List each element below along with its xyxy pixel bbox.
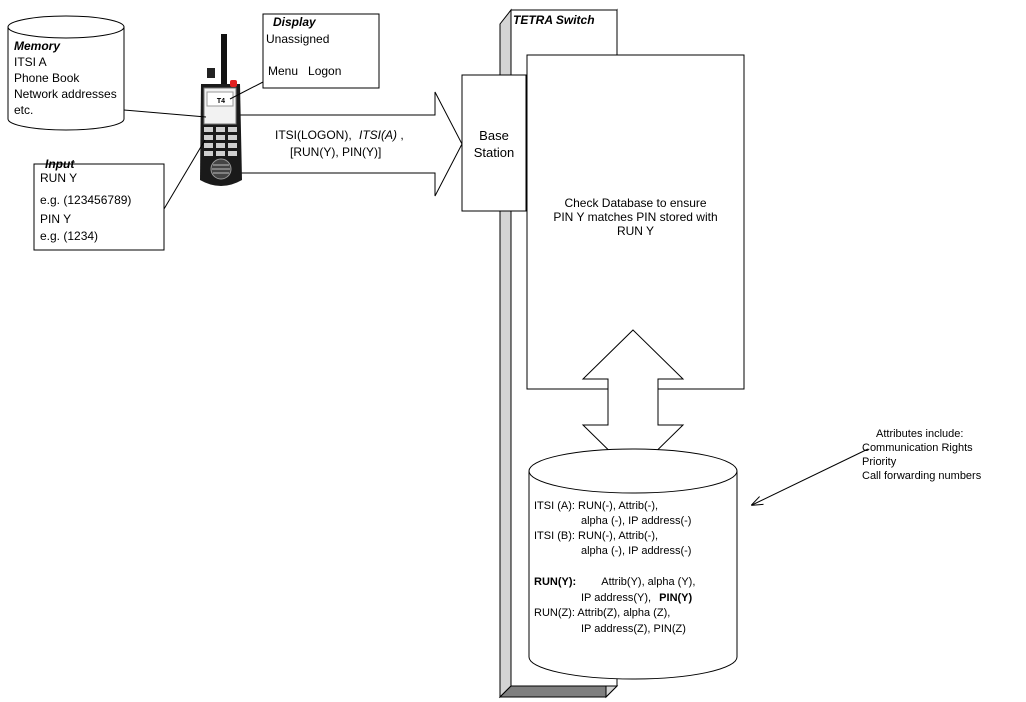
message-itsi-a: ITSI(A) [359,128,398,142]
memory-line: Network addresses [14,87,117,101]
display-box [262,13,380,89]
memory-line: ITSI A [14,55,47,69]
display-title: Display [273,15,316,29]
tetra-switch-title: TETRA Switch [513,13,595,27]
connector-lines [123,81,869,505]
db-record-run-y-cont: IP address(Y), PIN(Y) [581,592,692,605]
attributes-arrow [752,448,869,505]
db-record-run-y-label: RUN(Y): [534,576,577,588]
message-line-2: [RUN(Y), PIN(Y)] [290,145,382,159]
db-record-run-y-attrib: Attrib(Y), alpha (Y), [601,576,696,588]
db-record-itsi-b: ITSI (B): RUN(-), Attrib(-), [534,530,659,542]
svg-text:T4: T4 [217,98,225,105]
db-record-run-z-cont: IP address(Z), PIN(Z) [581,623,686,635]
display-connector [229,81,264,100]
memory-line: etc. [14,103,34,117]
switch-bottom-face [498,685,619,698]
base-station-label-2: Station [473,145,515,160]
attributes-line: Call forwarding numbers [862,470,982,482]
input-line: e.g. (123456789) [40,193,132,207]
database-cylinder [528,448,738,680]
message-comma: , [400,128,404,142]
message-line-1: ITSI(LOGON), ITSI(A) , [275,129,404,142]
radio-handset-icon: T4 [200,34,242,186]
db-record-run-y-pin: PIN(Y) [659,592,693,604]
attributes-line: Attributes include: [876,428,964,440]
check-text-line: Check Database to ensure [564,196,707,210]
input-line: RUN Y [40,171,78,185]
db-record-itsi-a: ITSI (A): RUN(-), Attrib(-), [534,500,659,512]
input-line: PIN Y [40,212,72,226]
attributes-line: Communication Rights [862,442,973,454]
input-title: Input [45,157,75,171]
memory-line: Phone Book [14,71,80,85]
db-record-itsi-b-cont: alpha (-), IP address(-) [581,545,692,557]
message-arrow [237,91,463,197]
db-record-run-z: RUN(Z): Attrib(Z), alpha (Z), [534,607,671,619]
db-record-run-y: RUN(Y): Attrib(Y), alpha (Y), [534,576,695,589]
input-connector [163,139,206,210]
message-itsi-logon: ITSI(LOGON), [275,128,352,142]
memory-connector [123,109,207,118]
check-text-line: PIN Y matches PIN stored with [553,210,718,224]
db-record-itsi-a-cont: alpha (-), IP address(-) [581,515,692,527]
base-station-box [461,74,527,212]
memory-cylinder [7,15,125,131]
memory-title: Memory [14,39,61,53]
input-box [33,163,165,251]
attributes-line: Priority [862,456,897,468]
db-record-run-y-ip: IP address(Y), [581,592,652,604]
check-text-line: RUN Y [616,224,655,238]
display-softkeys: Menu Logon [268,64,342,78]
base-station-label-1: Base [479,128,509,143]
input-line: e.g. (1234) [40,229,99,243]
display-status: Unassigned [266,32,330,46]
